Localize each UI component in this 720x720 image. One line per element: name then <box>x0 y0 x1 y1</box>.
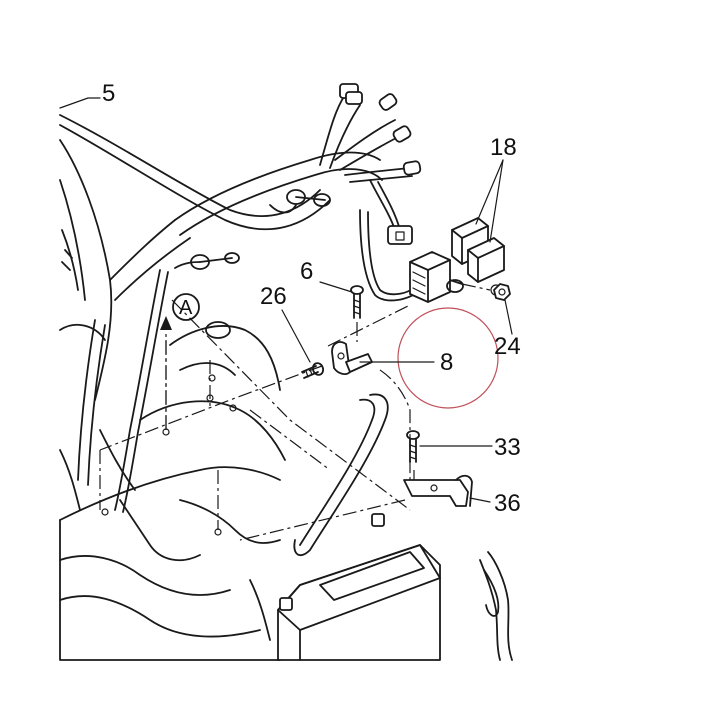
callout-18: 18 <box>490 134 517 161</box>
view-arrow-a <box>160 293 200 430</box>
assembly-centerlines <box>99 283 491 541</box>
callout-5: 5 <box>102 80 115 107</box>
bracket-36 <box>403 474 473 507</box>
bolt-33 <box>406 430 420 463</box>
bracket-8 <box>331 341 373 375</box>
callout-8: 8 <box>440 349 453 376</box>
highlight-circle <box>397 307 499 409</box>
callout-36: 36 <box>494 490 521 517</box>
left-wire-bundle <box>59 139 191 401</box>
battery-strap <box>293 393 513 661</box>
screw-6 <box>350 285 364 319</box>
callout-6: 6 <box>300 258 313 285</box>
leader-lines <box>59 97 513 503</box>
callout-26: 26 <box>260 283 287 310</box>
callout-24: 24 <box>494 333 521 360</box>
regulator-connector <box>409 251 464 303</box>
nut-24 <box>493 283 511 301</box>
battery <box>277 513 441 661</box>
wiring-harness <box>59 94 421 513</box>
view-label-a: A <box>179 297 193 319</box>
body-frame <box>59 321 286 661</box>
harness-connectors <box>339 83 422 245</box>
callout-33: 33 <box>494 434 521 461</box>
